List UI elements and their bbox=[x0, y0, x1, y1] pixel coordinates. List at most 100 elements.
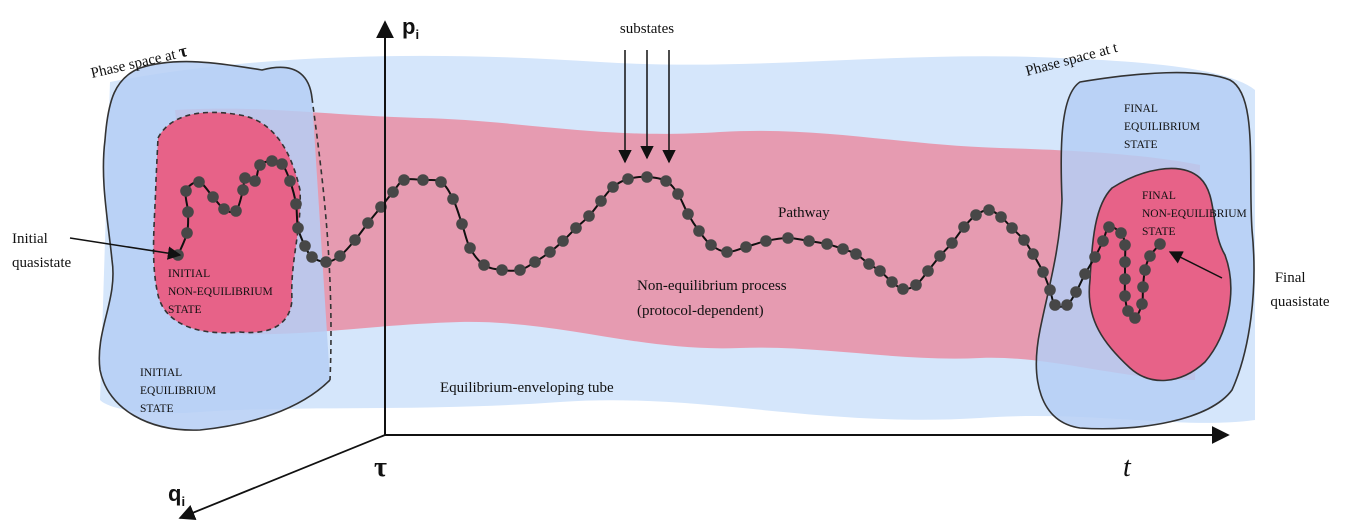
substate-dot bbox=[946, 237, 958, 249]
substate-dot bbox=[284, 175, 296, 187]
substate-dot bbox=[595, 195, 607, 207]
initial-equilibrium-outline bbox=[98, 60, 331, 431]
substate-dot bbox=[447, 193, 459, 205]
substate-dot bbox=[230, 205, 242, 217]
final-quasistate-arrow bbox=[1168, 251, 1223, 279]
substate-dot bbox=[958, 221, 970, 233]
substate-dot bbox=[1115, 227, 1127, 239]
substates-label: substates bbox=[620, 21, 674, 37]
substate-dot bbox=[207, 191, 219, 203]
substate-dot bbox=[1103, 221, 1115, 233]
substate-dot bbox=[672, 188, 684, 200]
substate-dot bbox=[1089, 251, 1101, 263]
substate-dot bbox=[529, 256, 541, 268]
initial-equilibrium-state-label: INITIAL EQUILIBRIUM STATE bbox=[140, 367, 219, 415]
initial-equilibrium-dashed-edge bbox=[311, 97, 332, 381]
substate-dot bbox=[874, 265, 886, 277]
p-axis-label: pi bbox=[402, 14, 419, 42]
substate-dot bbox=[1119, 273, 1131, 285]
final-noneq-state-label: FINAL NON-EQUILIBRIUM STATE bbox=[1142, 190, 1250, 238]
substate-dot bbox=[1079, 268, 1091, 280]
substate-dot bbox=[660, 175, 672, 187]
substate-dot bbox=[705, 239, 717, 251]
substate-dot bbox=[740, 241, 752, 253]
substate-dot bbox=[478, 259, 490, 271]
substate-dot bbox=[863, 258, 875, 270]
final-equilibrium-outline bbox=[1035, 71, 1255, 430]
substate-dot bbox=[910, 279, 922, 291]
substate-dot bbox=[299, 240, 311, 252]
initial-quasistate-arrow bbox=[69, 237, 182, 260]
substate-dot bbox=[583, 210, 595, 222]
substate-dot bbox=[983, 204, 995, 216]
initial-noneq-state-label: INITIAL NON-EQUILIBRIUM STATE bbox=[168, 268, 276, 316]
substate-dot bbox=[1037, 266, 1049, 278]
substate-dot bbox=[897, 283, 909, 295]
substate-dot bbox=[1154, 238, 1166, 250]
process-label: Non-equilibrium process (protocol-depend… bbox=[637, 278, 790, 319]
substate-dot bbox=[276, 158, 288, 170]
final-noneq-region bbox=[1089, 168, 1231, 381]
substate-dot bbox=[362, 217, 374, 229]
substate-dot bbox=[334, 250, 346, 262]
substate-dot bbox=[934, 250, 946, 262]
substate-dot bbox=[544, 246, 556, 258]
substate-dot bbox=[607, 181, 619, 193]
substate-dot bbox=[970, 209, 982, 221]
substate-dot bbox=[435, 176, 447, 188]
substate-dot bbox=[182, 206, 194, 218]
substate-dot bbox=[622, 173, 634, 185]
substate-dot bbox=[1049, 299, 1061, 311]
substate-dot bbox=[1136, 298, 1148, 310]
substate-dot bbox=[570, 222, 582, 234]
substate-dot bbox=[180, 185, 192, 197]
substate-dot bbox=[1139, 264, 1151, 276]
tube-label: Equilibrium-enveloping tube bbox=[440, 380, 614, 396]
substate-dot bbox=[837, 243, 849, 255]
substate-dot bbox=[995, 211, 1007, 223]
substate-dot bbox=[320, 256, 332, 268]
substate-dot bbox=[1119, 256, 1131, 268]
substate-dot bbox=[1006, 222, 1018, 234]
substate-dot bbox=[254, 159, 266, 171]
q-axis-label: qi bbox=[168, 481, 185, 509]
substate-dot bbox=[375, 201, 387, 213]
substate-dot bbox=[641, 171, 653, 183]
pathway bbox=[172, 155, 1166, 324]
substate-dot bbox=[803, 235, 815, 247]
substate-dot bbox=[193, 176, 205, 188]
substate-dot bbox=[1119, 290, 1131, 302]
substate-dot bbox=[290, 198, 302, 210]
substate-dot bbox=[1119, 239, 1131, 251]
substate-dot bbox=[387, 186, 399, 198]
substate-dot bbox=[417, 174, 429, 186]
substate-dot bbox=[1137, 281, 1149, 293]
substate-dot bbox=[464, 242, 476, 254]
substate-dot bbox=[456, 218, 468, 230]
substate-dot bbox=[306, 251, 318, 263]
q-axis bbox=[178, 434, 386, 521]
initial-noneq-region bbox=[153, 112, 301, 333]
substate-dot bbox=[821, 238, 833, 250]
final-quasistate-label: Final quasistate bbox=[1270, 270, 1329, 310]
substate-dot bbox=[922, 265, 934, 277]
substate-dot bbox=[292, 222, 304, 234]
substate-dot bbox=[349, 234, 361, 246]
pathway-label: Pathway bbox=[778, 205, 830, 221]
substate-dot bbox=[1044, 284, 1056, 296]
substate-dot bbox=[760, 235, 772, 247]
substate-dot bbox=[1070, 286, 1082, 298]
t-axis-label: t bbox=[1123, 452, 1132, 483]
substate-dot bbox=[1144, 250, 1156, 262]
substate-dot bbox=[237, 184, 249, 196]
substate-dot bbox=[249, 175, 261, 187]
substate-dot bbox=[514, 264, 526, 276]
initial-noneq-outline bbox=[152, 111, 302, 334]
substate-dot bbox=[682, 208, 694, 220]
substate-dot bbox=[1061, 299, 1073, 311]
substate-dot bbox=[266, 155, 278, 167]
substate-dot bbox=[496, 264, 508, 276]
non-equilibrium-band bbox=[175, 108, 1200, 380]
substate-dot bbox=[693, 225, 705, 237]
